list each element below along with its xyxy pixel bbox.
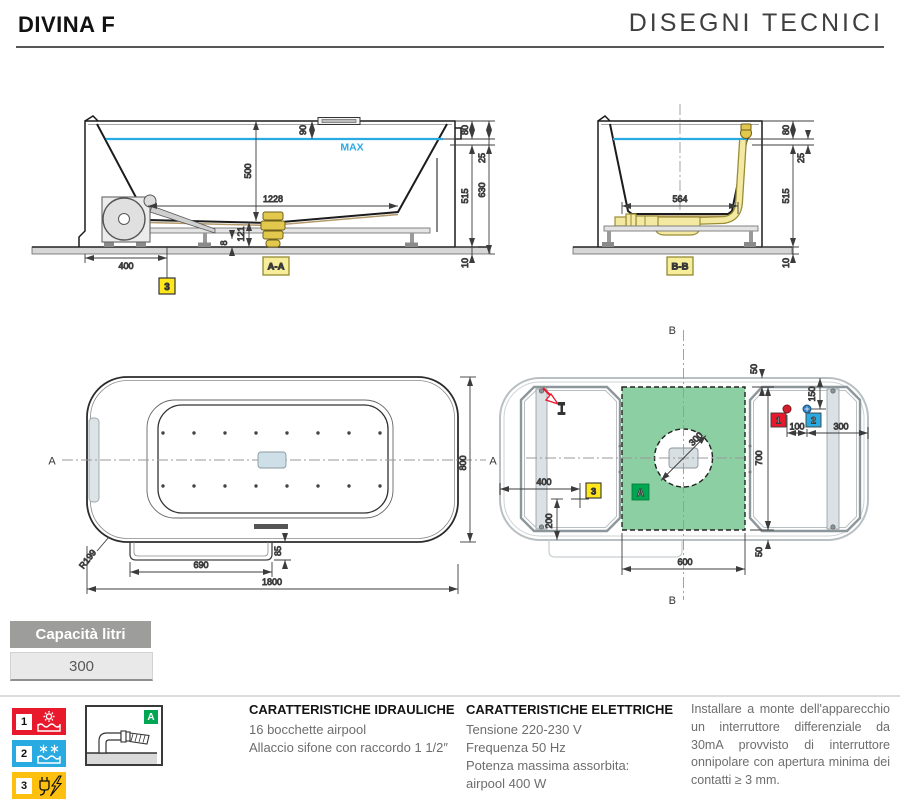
water-inlet-arrow [542, 387, 560, 406]
airpool-jets [161, 431, 382, 488]
detail-a-badge: A [144, 710, 158, 724]
dim-8: 8 [219, 240, 229, 245]
area-a-badge-label: A [637, 488, 644, 499]
marker-3-label: 3 [164, 282, 170, 293]
electric-specs: CARATTERISTICHE ELETTRICHE Tensione 220-… [466, 701, 678, 793]
section-aa-drawing: MAX [31, 115, 491, 255]
area-a-badge [631, 483, 650, 501]
legend-cold-number: 2 [16, 745, 32, 762]
footer-divider [0, 695, 900, 697]
electric-line-1: Tensione 220-230 V [466, 721, 582, 737]
dim-90: 90 [298, 125, 308, 135]
marker-1-badge [770, 412, 787, 428]
dim-100: 100 [789, 422, 804, 432]
drain-fitting [260, 211, 286, 248]
hot-water-icon [32, 710, 66, 734]
dim-10-bb: 10 [781, 258, 791, 268]
dim-150: 150 [807, 386, 817, 401]
legend-hot-water: 1 [12, 708, 66, 735]
marker-2-label: 2 [811, 416, 816, 426]
dim-515-bb: 515 [781, 188, 791, 203]
marker-3-label-install: 3 [591, 487, 596, 498]
dim-80: 80 [460, 125, 470, 135]
capacity-value: 300 [10, 652, 153, 681]
legend-electric: 3 [12, 772, 66, 799]
section-letter-b-bottom: B [669, 595, 676, 605]
dim-80-bb: 80 [781, 125, 791, 135]
section-aa-badge-label: A-A [268, 262, 285, 273]
section-bb-dimensions: 564 80 25 515 10 B-B [621, 120, 814, 276]
dim-700: 700 [754, 450, 764, 465]
plan-top-view: A A [48, 376, 497, 561]
hydraulic-title: CARATTERISTICHE IDRAULICHE [249, 702, 455, 717]
electric-icon [32, 774, 66, 798]
section-aa-badge [262, 256, 290, 276]
dim-121: 121 [236, 226, 246, 241]
siphon-icon [87, 730, 157, 764]
marker-3-badge-install [585, 482, 602, 499]
section-bb-badge-label: B-B [672, 262, 689, 273]
dim-630: 630 [477, 182, 487, 197]
electric-title: CARATTERISTICHE ELETTRICHE [466, 702, 674, 717]
section-letter-b-top: B [669, 325, 676, 337]
dim-10: 10 [460, 258, 470, 268]
dim-25: 25 [477, 153, 487, 163]
drain-pipework [614, 123, 752, 236]
dim-400: 400 [118, 261, 133, 271]
section-letter-a-left: A [48, 456, 56, 468]
max-water-label: MAX [340, 142, 363, 154]
electric-line-3: Potenza massima assorbita: [466, 757, 630, 773]
dim-50-top: 50 [749, 364, 759, 374]
legend-electric-number: 3 [16, 777, 32, 794]
dim-85: 85 [273, 546, 283, 556]
electric-line-4: airpool 400 W [466, 775, 547, 791]
dim-300-right: 300 [833, 422, 848, 432]
dim-800: 800 [458, 455, 468, 470]
marker-1-label: 1 [776, 416, 781, 426]
section-bb-drawing [572, 104, 793, 255]
dim-690: 690 [193, 560, 208, 570]
marker-2-badge [805, 412, 822, 428]
capacity-label: Capacità litri [10, 621, 151, 648]
dim-50-bottom: 50 [754, 547, 764, 557]
section-aa-dimensions: 80 25 515 630 10 90 500 1228 121 8 400 3… [84, 120, 495, 295]
dim-500: 500 [243, 163, 253, 178]
dim-200: 200 [544, 513, 554, 528]
plan-install-dimensions: 300 A 50 150 1 2 100 300 700 50 600 [499, 364, 869, 575]
product-title: DIVINA F [18, 12, 116, 37]
legend: 1 2 3 [12, 708, 66, 799]
dim-r199: R199 [77, 548, 98, 571]
dim-1800: 1800 [262, 577, 282, 587]
grip-slot [254, 524, 288, 529]
control-panel [257, 451, 287, 469]
dim-1228: 1228 [263, 194, 283, 204]
hydraulic-specs: CARATTERISTICHE IDRAULICHE 16 bocchette … [249, 701, 459, 757]
hot-water-point [782, 404, 792, 414]
section-bb-badge [666, 256, 694, 276]
apron-light [548, 540, 683, 558]
dim-515: 515 [460, 188, 470, 203]
electric-line-2: Frequenza 50 Hz [466, 739, 566, 755]
dim-400-install: 400 [536, 477, 551, 487]
tub-basin-profile-bb [609, 123, 751, 215]
cold-water-icon [32, 742, 66, 766]
technical-drawings: MAX [31, 104, 869, 605]
dim-25-bb: 25 [796, 153, 806, 163]
hydraulic-line-1: 16 bocchette airpool [249, 721, 367, 737]
airpool-pump [101, 194, 216, 243]
valve-symbol [557, 402, 566, 415]
dim-600: 600 [677, 557, 692, 567]
legend-hot-number: 1 [16, 713, 32, 730]
apron [129, 542, 273, 561]
marker-3-badge [158, 277, 176, 295]
section-letter-a-right: A [489, 456, 497, 468]
page-title: DISEGNI TECNICI [628, 9, 883, 37]
legend-cold-water: 2 [12, 740, 66, 767]
header-rule [16, 46, 884, 48]
dim-564: 564 [672, 194, 687, 204]
siphon-detail-box: A [85, 705, 163, 766]
hydraulic-line-2: Allaccio sifone con raccordo 1 1/2″ [249, 739, 448, 755]
installation-note: Installare a monte dell'apparecchio un i… [691, 702, 890, 787]
